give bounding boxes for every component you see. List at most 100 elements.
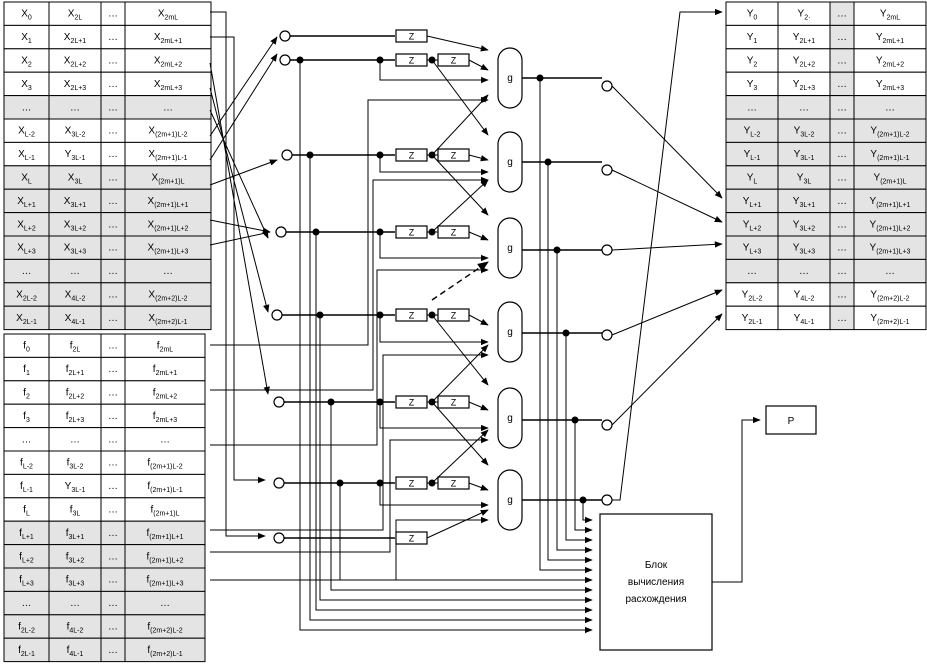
cell-label: …	[108, 458, 118, 469]
table-cell	[48, 165, 102, 190]
table-cell	[853, 1, 927, 26]
cell-label: Y(2m+1)L-2	[870, 126, 909, 139]
cell-label: …	[108, 645, 118, 656]
junction-dot	[579, 496, 587, 504]
table-cell	[48, 118, 102, 143]
g-block	[497, 301, 523, 363]
table-cell	[124, 141, 212, 167]
junction-dot	[376, 398, 384, 406]
cell-label: f3L+1	[66, 528, 85, 541]
switch-input-3	[281, 149, 293, 161]
cell-label: …	[108, 219, 118, 230]
cell-label: YL+1	[743, 196, 762, 209]
cell-label: …	[108, 575, 118, 586]
main-lines	[282, 35, 395, 539]
table-cell	[3, 544, 50, 569]
table-cell	[48, 24, 102, 50]
cell-label: …	[108, 32, 118, 43]
junction-dot	[428, 311, 436, 319]
table-cell	[124, 450, 206, 475]
cell-label: X(2m+1)L	[152, 173, 185, 186]
delay-z-label: Z	[409, 32, 415, 42]
table-cell	[48, 48, 102, 73]
cell-label: XL+1	[17, 196, 36, 209]
table-cell	[48, 141, 102, 167]
table-cell	[3, 473, 50, 499]
cell-label: Y3	[747, 79, 758, 92]
cell-label: …	[837, 9, 847, 20]
cell-label: X2L+1	[64, 32, 87, 45]
table-cell	[48, 71, 102, 97]
table-cell	[48, 403, 102, 429]
cell-label: f2L+2	[66, 388, 85, 401]
table-cell	[48, 473, 102, 499]
divergence-line1: Блок	[645, 560, 668, 571]
cell-label: YL+2	[743, 219, 762, 232]
cell-label: fL+2	[19, 551, 34, 564]
cell-label: …	[747, 102, 757, 113]
delay-z-label: Z	[451, 398, 457, 408]
cell-label: X2mL+3	[154, 79, 182, 92]
table-cell	[777, 165, 831, 190]
table-cell	[48, 614, 102, 639]
cell-label: …	[837, 243, 847, 254]
switch-input-8	[273, 532, 285, 544]
cell-label: YL-2	[744, 126, 761, 139]
table-cell	[853, 141, 927, 167]
table-cell	[3, 141, 50, 167]
table-cell	[48, 497, 102, 522]
cell-label: X2mL	[158, 9, 178, 22]
cell-label: X3L+3	[64, 243, 87, 256]
table-cell	[124, 356, 206, 382]
cell-label: Y(2m+1)L	[874, 173, 907, 186]
cell-label: …	[799, 102, 809, 113]
cell-label: X(2m+1)L+1	[148, 196, 189, 209]
cell-label: X(2m+1)L-2	[148, 126, 187, 139]
cell-label: f4L-2	[67, 622, 84, 635]
cell-label: f2mL	[157, 341, 174, 354]
cell-label: f2L-2	[18, 622, 35, 635]
cell-label: …	[108, 434, 118, 445]
input-wires	[209, 11, 278, 540]
cell-label: X2L	[68, 9, 83, 22]
cell-label: X1	[21, 32, 32, 45]
cell-label: Y2L+3	[793, 79, 816, 92]
junction-dot	[376, 56, 384, 64]
cell-label: …	[108, 266, 118, 277]
cell-label: …	[108, 598, 118, 609]
table-cell	[3, 403, 50, 429]
cell-label: XL+3	[17, 243, 36, 256]
cell-label: X3	[21, 79, 32, 92]
table-cell	[48, 235, 102, 260]
table-cell	[124, 282, 212, 307]
cell-label: XL+2	[17, 219, 36, 232]
table-cell	[777, 188, 831, 214]
junction-dot	[376, 311, 384, 319]
table-cell	[124, 24, 212, 50]
cell-label: X(2m+1)L+2	[148, 219, 189, 232]
g-block	[497, 217, 523, 279]
table-cell	[3, 614, 50, 639]
cell-label: fL+1	[19, 528, 34, 541]
table-cell	[124, 305, 212, 331]
cell-label: X2L+3	[64, 79, 87, 92]
junction-dots	[296, 56, 587, 504]
cell-label: Y4L-2	[794, 290, 815, 303]
switch-input-5	[271, 309, 283, 321]
cell-label: X2L+2	[64, 56, 87, 69]
cell-label: Y3L+3	[793, 243, 816, 256]
cell-label: …	[885, 102, 895, 113]
cell-label: X3L	[68, 173, 83, 186]
cell-label: f(2m+1)L-1	[147, 481, 182, 494]
junction-dot	[296, 56, 304, 64]
cell-label: Y(2m+1)L+2	[870, 219, 911, 232]
g-label: g	[507, 73, 513, 84]
table-cell	[124, 71, 212, 97]
cell-label: f3L-2	[67, 458, 84, 471]
cell-label: …	[108, 9, 118, 20]
junction-dot	[327, 398, 335, 406]
cell-label: fL	[23, 505, 30, 518]
cell-label: …	[70, 598, 80, 609]
cell-label: …	[108, 173, 118, 184]
